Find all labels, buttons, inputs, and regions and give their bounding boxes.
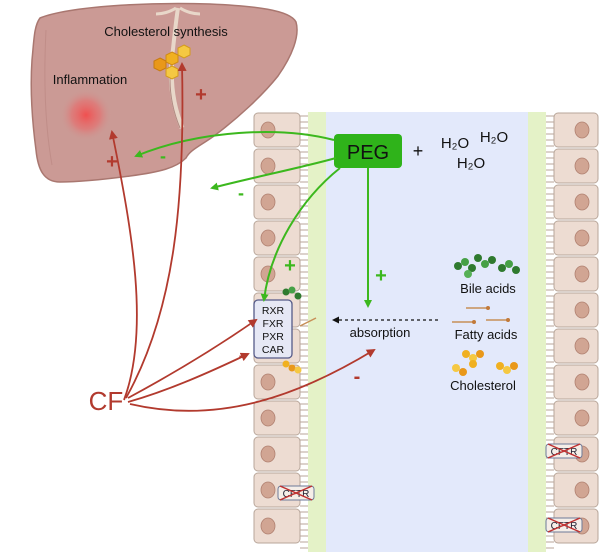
fatty-acid-molecules (452, 306, 510, 324)
water-2: H₂O (480, 129, 508, 146)
cf-to-absorption-arrow (129, 348, 376, 412)
receptor-rxr: RXR (262, 305, 285, 317)
inflammation-spot (60, 89, 112, 141)
fatty-acid-molecule-cell (299, 317, 317, 327)
cell-nucleus (260, 481, 276, 499)
cell-nucleus (574, 373, 590, 391)
cf-receptors-minus: - (239, 345, 246, 367)
peg-receptors-plus: + (284, 255, 296, 277)
peg-label: PEG (347, 142, 389, 164)
enterocyte-cell (253, 364, 301, 400)
microvilli-right (546, 115, 554, 549)
cftr-channel-right-1: CFTR (545, 443, 583, 459)
peg-synthesis-minus: - (238, 183, 244, 203)
enterocyte-cell (253, 400, 301, 436)
cholesterol-molecule-cell (282, 360, 302, 374)
mucosa-right (528, 112, 546, 552)
cell-nucleus (260, 229, 276, 247)
cf-label: CF (89, 386, 124, 416)
cholesterol-molecules (452, 350, 518, 376)
water-1: H₂O (441, 135, 469, 152)
intestinal-lumen (326, 112, 528, 552)
cholesterol-label: Cholesterol (450, 378, 516, 393)
cftr-channel-right-2: CFTR (545, 517, 583, 533)
mucosa-left (308, 112, 326, 552)
cftr-label-right-1: CFTR (551, 447, 578, 458)
fatty-acids-label: Fatty acids (455, 327, 518, 342)
cf-to-receptors-arrow-2 (127, 352, 250, 403)
cell-nucleus (260, 445, 276, 463)
peg-plus: + (413, 141, 424, 161)
water-3: H₂O (457, 155, 485, 172)
cell-nucleus (574, 337, 590, 355)
bile-acid-molecule-cell (282, 286, 302, 300)
enterocyte-cell (253, 436, 301, 472)
cf-inflammation-plus: + (106, 151, 118, 173)
cftr-label-left: CFTR (283, 489, 310, 500)
inflammation-label: Inflammation (53, 72, 127, 87)
peg-to-liver-arrow (134, 131, 335, 158)
cftr-label-right-2: CFTR (551, 521, 578, 532)
cf-to-receptors-arrow-1 (127, 318, 258, 399)
cell-nucleus (574, 121, 590, 139)
cell-nucleus (260, 517, 276, 535)
cell-nucleus (260, 157, 276, 175)
peg-liver-minus: - (160, 146, 166, 166)
cell-nucleus (574, 229, 590, 247)
cell-nucleus (574, 409, 590, 427)
receptor-pxr: PXR (262, 331, 284, 343)
cell-nucleus (574, 157, 590, 175)
cf-synthesis-plus: + (195, 84, 207, 106)
cell-nucleus (574, 481, 590, 499)
cell-nucleus (260, 409, 276, 427)
peg-to-receptors-arrow (260, 167, 341, 302)
enterocyte-cell (253, 508, 301, 544)
enterocyte-column-right (553, 112, 599, 544)
cf-to-synthesis-arrow (125, 62, 187, 399)
enterocyte-cell (253, 256, 301, 292)
cf-absorption-minus: - (354, 366, 361, 388)
cell-nucleus (574, 265, 590, 283)
cholesterol-molecule-liver (153, 44, 191, 80)
peg-to-synthesis-arrow (210, 157, 337, 191)
receptor-fxr: FXR (263, 318, 284, 330)
intestine (253, 112, 599, 552)
enterocyte-cell (253, 112, 301, 148)
receptor-car: CAR (262, 344, 285, 356)
peg-box (334, 134, 402, 168)
microvilli-left (300, 115, 308, 549)
bile-acid-molecules (454, 254, 520, 278)
absorption-label: absorption (350, 325, 411, 340)
cf-to-inflammation-arrow (108, 130, 138, 401)
cell-nucleus (260, 193, 276, 211)
cell-nucleus (574, 193, 590, 211)
cftr-channel-left: CFTR (277, 485, 315, 501)
cell-nucleus (574, 301, 590, 319)
cell-nucleus (260, 121, 276, 139)
liver (30, 2, 298, 183)
nuclear-receptors-box (253, 299, 293, 359)
peg-absorption-plus: + (375, 265, 387, 287)
enterocyte-cell (253, 184, 301, 220)
cholesterol-synthesis-label: Cholesterol synthesis (104, 24, 228, 39)
cell-nucleus (260, 373, 276, 391)
bile-acids-label: Bile acids (460, 281, 516, 296)
